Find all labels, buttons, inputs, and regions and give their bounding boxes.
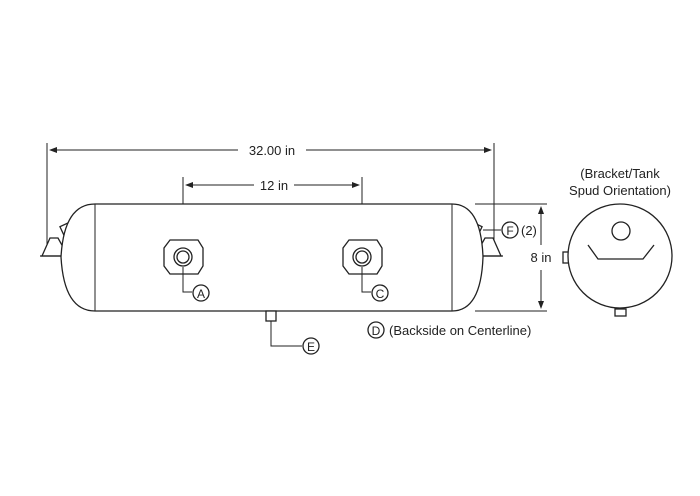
- tank-end-view: [562, 203, 673, 317]
- diameter-label: 8 in: [531, 250, 552, 265]
- port-d-letter: D: [372, 324, 381, 338]
- port-f-letter: F: [506, 224, 513, 238]
- port-d-note: D (Backside on Centerline): [367, 321, 531, 339]
- overall-length-dimension: 32.00 in: [46, 143, 495, 244]
- end-view-caption: (Bracket/Tank Spud Orientation): [569, 166, 671, 198]
- end-view-caption-line2: Spud Orientation): [569, 183, 671, 198]
- overall-length-label: 32.00 in: [249, 143, 295, 158]
- port-spacing-label: 12 in: [260, 178, 288, 193]
- end-view-caption-line1: (Bracket/Tank: [580, 166, 660, 181]
- port-e-callout: E: [265, 310, 320, 355]
- port-c-fitting: [342, 239, 383, 275]
- port-d-description: (Backside on Centerline): [389, 323, 531, 338]
- port-f-callout: F (2): [483, 221, 537, 239]
- port-c-letter: C: [376, 287, 385, 301]
- port-f-count: (2): [521, 223, 537, 238]
- port-a-letter: A: [197, 287, 205, 301]
- diameter-dimension: 8 in: [475, 203, 552, 312]
- port-c-callout: C: [361, 267, 389, 302]
- port-a-callout: A: [182, 267, 210, 302]
- port-a-fitting: [163, 239, 204, 275]
- tank-side-view: [40, 203, 503, 312]
- port-e-letter: E: [307, 340, 315, 354]
